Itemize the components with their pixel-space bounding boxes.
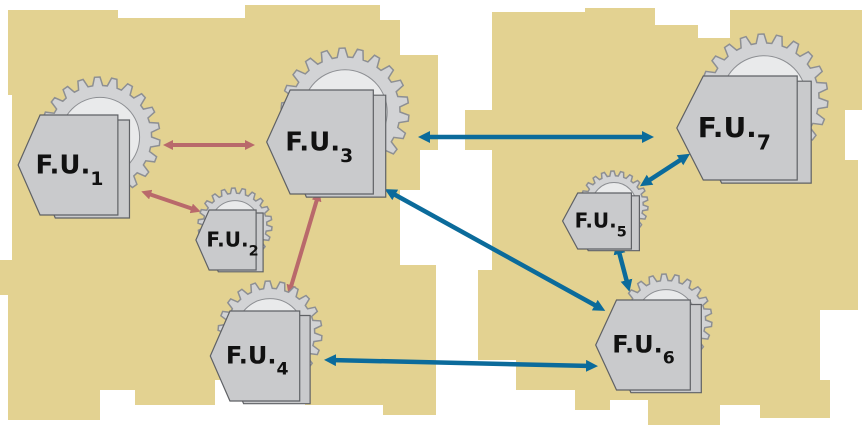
unit-fu7: F.U.7: [676, 33, 829, 184]
unit-fu2: F.U.2: [195, 187, 273, 273]
unit-label: F.U.3: [285, 127, 353, 167]
unit-label: F.U.7: [698, 111, 771, 155]
unit-label: F.U.1: [36, 150, 104, 190]
link-fu3-fu4: [286, 191, 322, 295]
unit-fu3: F.U.3: [266, 47, 410, 198]
unit-fu5: F.U.5: [561, 170, 649, 252]
unit-label-text: F.U.: [226, 342, 277, 370]
links-layer: [141, 131, 691, 372]
unit-index: 4: [276, 359, 288, 379]
unit-fu1: F.U.1: [17, 76, 161, 219]
unit-label-text: F.U.: [612, 331, 663, 359]
link-fu7-fu5: [639, 153, 691, 187]
unit-label-text: F.U.: [698, 111, 757, 144]
link-fu1-fu2: [141, 189, 201, 214]
unit-label-text: F.U.: [36, 150, 91, 180]
unit-label-text: F.U.: [206, 227, 248, 251]
unit-label: F.U.2: [206, 227, 258, 259]
link-fu5-fu6: [613, 242, 633, 292]
unit-index: 2: [249, 243, 259, 259]
unit-fu4: F.U.4: [209, 280, 323, 405]
unit-label-text: F.U.: [285, 127, 340, 157]
unit-label-text: F.U.: [575, 208, 617, 232]
hexagon-shape: [195, 209, 257, 271]
hexagon-shape: [266, 89, 374, 195]
unit-index: 5: [617, 224, 627, 240]
unit-index: 1: [90, 169, 103, 190]
unit-label: F.U.5: [575, 208, 627, 240]
unit-index: 7: [757, 131, 771, 155]
unit-fu6: F.U.6: [595, 273, 713, 394]
unit-label: F.U.4: [226, 342, 289, 380]
unit-index: 6: [663, 348, 675, 368]
hexagon-shape: [209, 310, 301, 402]
hexagon-shape: [595, 299, 691, 391]
hexagon-shape: [561, 192, 632, 250]
unit-index: 3: [340, 146, 353, 167]
unit-label: F.U.6: [612, 331, 675, 369]
hexagon-shape: [676, 75, 798, 181]
hexagon-shape: [17, 114, 119, 216]
link-fu3-fu6: [384, 189, 606, 311]
link-fu4-fu6: [324, 354, 598, 372]
